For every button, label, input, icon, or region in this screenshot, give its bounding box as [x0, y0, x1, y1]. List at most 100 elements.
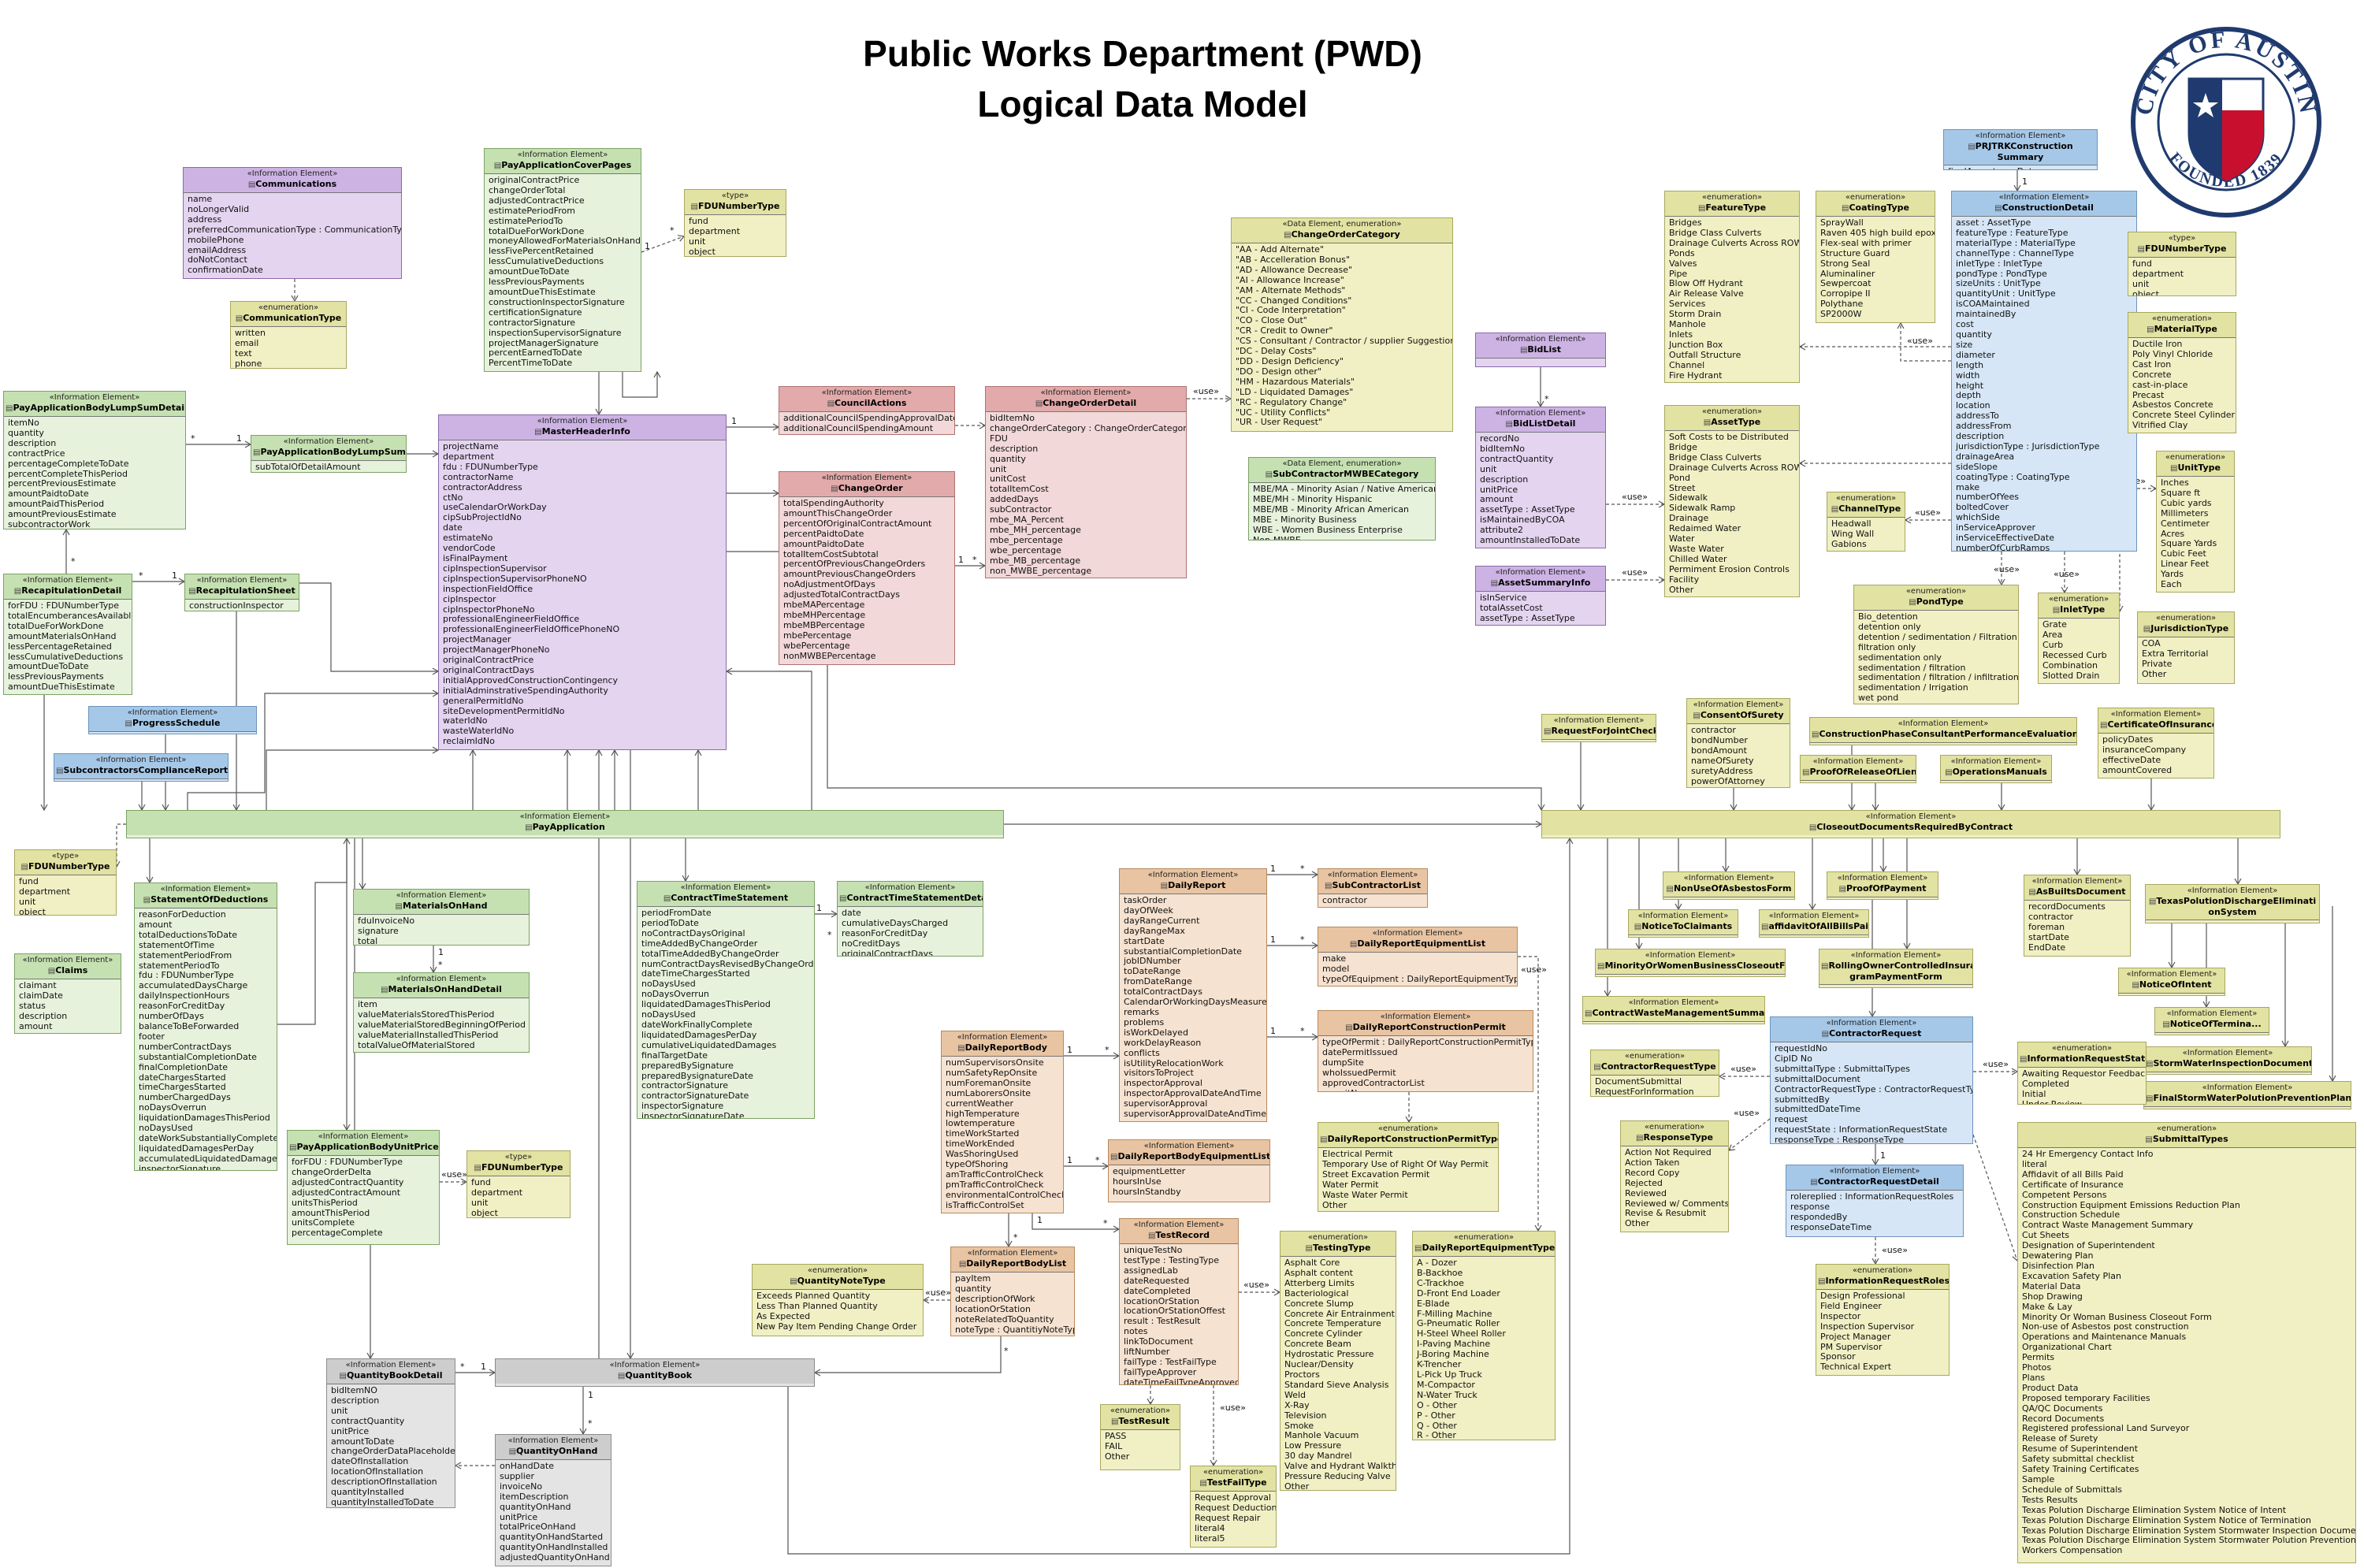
uml-class-rollingowner[interactable]: «Information Element»RollingOwnerControl…	[1819, 949, 1973, 988]
class-attribute: locationOrStation	[955, 1303, 1031, 1314]
uml-class-pondtype[interactable]: «enumeration»PondTypeBio_detentiondetent…	[1853, 585, 2019, 704]
uml-class-payappbodylumpsum[interactable]: «Information Element»PayApplicationBodyL…	[251, 435, 407, 473]
uml-class-contracttimestatement[interactable]: «Information Element»ContractTimeStateme…	[637, 881, 815, 1119]
uml-class-notictoclaimants[interactable]: «Information Element»NoticeToClaimants	[1628, 909, 1738, 938]
uml-class-changeorderdetail[interactable]: «Information Element»ChangeOrderDetailbi…	[985, 386, 1187, 578]
class-stereotype: «Information Element»	[1768, 912, 1860, 920]
class-attribute: dayRangeMax	[1124, 925, 1185, 936]
uml-class-quantityonhand[interactable]: «Information Element»QuantityOnHandonHan…	[495, 1434, 611, 1566]
uml-class-dailyreportbodyequipmentlist[interactable]: «Information Element»DailyReportBodyEqui…	[1108, 1139, 1270, 1202]
uml-class-subcontractormwbe[interactable]: «Data Element, enumeration»SubContractor…	[1248, 457, 1436, 541]
uml-class-communicationtype[interactable]: «enumeration»CommunicationTypewrittenema…	[230, 301, 347, 369]
uml-class-proofofpayment[interactable]: «Information Element»ProofOfPayment	[1827, 871, 1938, 900]
uml-class-certificateofinsurance[interactable]: «Information Element»CertificateOfInsura…	[2098, 708, 2214, 778]
uml-class-payappbodyunitprice[interactable]: «Information Element»PayApplicationBodyU…	[287, 1130, 440, 1245]
uml-class-changeordercategory[interactable]: «Data Element, enumeration»ChangeOrderCa…	[1231, 217, 1453, 432]
uml-class-progressschedule[interactable]: «Information Element»ProgressSchedule	[88, 706, 257, 734]
uml-class-fdunumbertype1[interactable]: «type»FDUNumberTypefunddepartmentunitobj…	[684, 189, 786, 257]
uml-class-dailyreportequipmentlist[interactable]: «Information Element»DailyReportEquipmen…	[1318, 927, 1518, 987]
uml-class-nonuseofasbestos[interactable]: «Information Element»NonUseOfAsbestosFor…	[1663, 871, 1795, 900]
uml-class-recapdetail[interactable]: «Information Element»RecapitulationDetai…	[3, 574, 132, 695]
uml-class-payappcoverpages[interactable]: «Information Element»PayApplicationCover…	[484, 148, 641, 372]
uml-class-minorityorwomen[interactable]: «Information Element»MinorityOrWomenBusi…	[1595, 949, 1786, 977]
uml-class-bidlistdetail[interactable]: «Information Element»BidListDetailrecord…	[1475, 407, 1606, 548]
uml-class-quantitybookdetail[interactable]: «Information Element»QuantityBookDetailb…	[326, 1358, 455, 1508]
class-attribute: "CR - Credit to Owner"	[1236, 325, 1333, 336]
uml-class-recapsheet[interactable]: «Information Element»RecapitulationSheet…	[184, 574, 299, 611]
uml-class-noticeofintent[interactable]: «Information Element»NoticeOfIntent	[2118, 968, 2225, 996]
uml-class-communications[interactable]: «Information Element»Communicationsnamen…	[183, 167, 402, 279]
class-attribute: totalSpendingAuthority	[783, 498, 884, 508]
uml-class-constructionphase[interactable]: «Information Element»ConstructionPhaseCo…	[1809, 717, 2077, 745]
uml-class-bidlist[interactable]: «Information Element»BidList	[1475, 333, 1606, 367]
uml-class-dailyreportconstructionpermit[interactable]: «Information Element»DailyReportConstruc…	[1318, 1010, 1533, 1092]
uml-class-contractorrequestdetail[interactable]: «Information Element»ContractorRequestDe…	[1786, 1165, 1964, 1237]
uml-class-assetsummaryinfo[interactable]: «Information Element»AssetSummaryInfoisI…	[1475, 566, 1606, 626]
uml-class-masterheaderinfo[interactable]: «Information Element»MasterHeaderInfopro…	[438, 414, 727, 750]
class-attribute: cast-in-place	[2132, 379, 2188, 390]
class-attribute: hoursInUse	[1113, 1176, 1162, 1187]
uml-class-noticeoftermina[interactable]: «Information Element»NoticeOfTermina...	[2154, 1007, 2269, 1035]
uml-class-fdunumbertype2[interactable]: «type»FDUNumberTypefunddepartmentunitobj…	[2128, 232, 2236, 296]
uml-class-dailyreport[interactable]: «Information Element»DailyReporttaskOrde…	[1119, 868, 1267, 1122]
uml-class-dailyreportbody[interactable]: «Information Element»DailyReportBodynumS…	[941, 1031, 1064, 1213]
uml-class-proofofreleaseoflien[interactable]: «Information Element»ProofOfReleaseOfLie…	[1800, 755, 1916, 783]
uml-class-changeorder[interactable]: «Information Element»ChangeOrdertotalSpe…	[779, 471, 955, 665]
uml-class-payappbodylumpsumdetail[interactable]: «Information Element»PayApplicationBodyL…	[3, 391, 186, 529]
uml-class-payapplication[interactable]: «Information Element»PayApplication	[126, 810, 1004, 838]
uml-class-contractwaste[interactable]: «Information Element»ContractWasteManage…	[1582, 996, 1765, 1024]
uml-class-texaspollution1[interactable]: «Information Element»TexasPolutionDischa…	[2145, 884, 2320, 923]
uml-class-prjtrk[interactable]: «Information Element»PRJTRKConstruction …	[1943, 129, 2098, 170]
uml-class-constructiondetail[interactable]: «Information Element»ConstructionDetaila…	[1951, 191, 2137, 552]
uml-class-dailyreportconstructionpermittype[interactable]: «enumeration»DailyReportConstructionPerm…	[1318, 1122, 1499, 1212]
uml-class-materialsonhanddetail[interactable]: «Information Element»MaterialsOnHandDeta…	[353, 972, 530, 1053]
class-attribute: Cut Sheets	[2022, 1230, 2069, 1241]
uml-class-dailyreportbodylist[interactable]: «Information Element»DailyReportBodyList…	[950, 1247, 1075, 1336]
uml-class-testrecord[interactable]: «Information Element»TestRecorduniqueTes…	[1119, 1218, 1239, 1385]
uml-class-contracttimestatementdetail[interactable]: «Information Element»ContractTimeStateme…	[837, 881, 983, 957]
uml-class-finalstormwater[interactable]: «Information Element»FinalStormWaterPolu…	[2143, 1081, 2351, 1109]
uml-class-materialsonhand[interactable]: «Information Element»MaterialsOnHandfduI…	[353, 889, 530, 946]
uml-class-contractortype[interactable]: «enumeration»ContractorRequestTypeDocume…	[1590, 1050, 1719, 1097]
uml-class-operationsmanuals[interactable]: «Information Element»OperationsManuals	[1940, 755, 2052, 783]
class-attribute: supplier	[500, 1470, 535, 1481]
class-attribute: Junction Box	[1669, 339, 1723, 350]
uml-class-fdunumbertype4[interactable]: «type»FDUNumberTypefunddepartmentunitobj…	[466, 1150, 571, 1218]
uml-class-contractorrequest[interactable]: «Information Element»ContractorRequestre…	[1770, 1016, 1973, 1144]
class-attribute: address	[188, 214, 222, 225]
uml-class-asbuiltsdocument[interactable]: «Information Element»AsBuiltsDocumentrec…	[2024, 875, 2131, 957]
class-header: «Information Element»PayApplicationBodyU…	[288, 1131, 439, 1156]
uml-class-stormwater[interactable]: «Information Element»StormWaterInspectio…	[2143, 1046, 2312, 1075]
uml-class-inforequestroles[interactable]: «enumeration»InformationRequestRolesDesi…	[1816, 1264, 1950, 1376]
uml-class-subcontractorlist[interactable]: «Information Element»SubContractorListco…	[1318, 868, 1428, 908]
multiplicity-label: *	[670, 225, 675, 236]
uml-class-quantitybook[interactable]: «Information Element»QuantityBook	[495, 1358, 815, 1387]
class-attribute: quantityOnHand	[500, 1501, 571, 1512]
uml-class-consentofsurety[interactable]: «Information Element»ConsentOfSuretycont…	[1686, 698, 1790, 788]
uml-class-inlettype[interactable]: «enumeration»InletTypeGrateAreaCurbReces…	[2038, 593, 2120, 684]
uml-class-counciactions[interactable]: «Information Element»CouncilActionsaddit…	[779, 386, 955, 435]
uml-class-affidavitofallbills[interactable]: «Information Element»affidavitOfAllBills…	[1759, 909, 1869, 938]
uml-class-statementofdeductions[interactable]: «Information Element»StatementOfDeductio…	[134, 882, 277, 1171]
uml-class-claims[interactable]: «Information Element»Claimsclaimantclaim…	[14, 953, 121, 1034]
uml-class-inforequeststate[interactable]: «enumeration»InformationRequestStateAwai…	[2017, 1042, 2147, 1105]
uml-class-requestforjointcheck[interactable]: «Information Element»RequestForJointChec…	[1541, 714, 1656, 742]
uml-class-subcontractorscompliance[interactable]: «Information Element»SubcontractorsCompl…	[54, 753, 229, 782]
uml-class-fdunumbertype3[interactable]: «type»FDUNumberTypefunddepartmentunitobj…	[14, 849, 117, 916]
uml-class-closeoutdocs[interactable]: «Information Element»CloseoutDocumentsRe…	[1541, 810, 2280, 838]
